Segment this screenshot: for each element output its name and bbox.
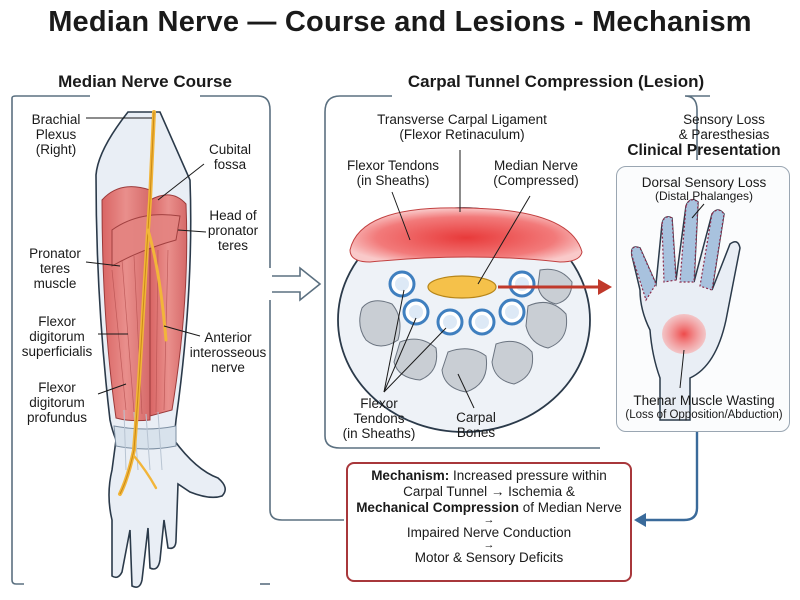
carpal-bone	[359, 300, 401, 347]
mechanism-line5: Motor & Sensory Deficits	[414, 550, 564, 565]
transverse-carpal-ligament	[349, 207, 583, 263]
left-panel-heading: Median Nerve Course	[58, 72, 232, 91]
left-frame-top-right	[200, 95, 271, 268]
label-distal-phalanges: (Distal Phalanges)	[654, 189, 754, 203]
right-frame-top-right	[684, 95, 710, 160]
mechanism-line3-rest: of Median Nerve	[519, 500, 622, 515]
label-flexor-tendons-bottom: Flexor Tendons (in Sheaths)	[342, 396, 416, 441]
fdp-muscle	[149, 194, 188, 417]
mechanism-line2: Carpal Tunnel → Ischemia &	[403, 484, 575, 499]
right-frame-top-left	[324, 95, 392, 113]
clinical-to-mechanism-line	[642, 432, 699, 522]
connector-lines	[11, 95, 710, 585]
panel-transition-arrow	[272, 266, 322, 302]
median-nerve-edge	[119, 111, 155, 495]
label-anterior-interosseous: Anterior interosseous nerve	[189, 330, 267, 375]
compression-arrowhead	[598, 279, 612, 295]
label-median-nerve-compressed: Median Nerve (Compressed)	[493, 158, 579, 188]
mechanism-line1: Increased pressure within	[449, 468, 607, 483]
label-flexor-tendons-top: Flexor Tendons (in Sheaths)	[346, 158, 440, 188]
label-head-pronator-teres: Head of pronator teres	[207, 208, 259, 253]
label-transverse-carpal-ligament: Transverse Carpal Ligament (Flexor Retin…	[377, 112, 547, 142]
mechanism-box: Mechanism: Increased pressure within Car…	[346, 462, 632, 582]
label-dorsal-sensory-loss: Dorsal Sensory Loss	[641, 175, 767, 190]
left-to-mechanism-line	[269, 300, 344, 521]
mechanism-line3-bold: Mechanical Compression	[356, 500, 519, 515]
clinical-to-mechanism-arrowhead	[634, 513, 646, 527]
mechanism-arrow-2: →	[483, 539, 495, 551]
carpal-bone	[441, 348, 488, 393]
anterior-interosseous-nerve	[146, 228, 168, 342]
mechanism-label: Mechanism:	[371, 468, 450, 483]
label-sensory-loss: Sensory Loss & Paresthesias	[678, 112, 770, 142]
label-loss-of-opposition: (Loss of Opposition/Abduction)	[625, 409, 783, 421]
arm-leader-lines	[85, 117, 207, 395]
carpal-bone	[491, 340, 534, 385]
left-frame-top-left	[11, 95, 90, 108]
carpal-bone	[525, 301, 568, 349]
arm-illustration	[95, 110, 226, 588]
mechanism-arrow-1: →	[483, 514, 495, 526]
right-panel-heading: Carpal Tunnel Compression (Lesion)	[407, 72, 705, 91]
label-brachial-plexus: Brachial Plexus (Right)	[31, 112, 81, 157]
median-nerve-branch	[132, 454, 158, 490]
label-pronator-teres-muscle: Pronator teres muscle	[29, 246, 81, 291]
label-thenar-muscle-wasting: Thenar Muscle Wasting	[633, 393, 775, 408]
page-title: Median Nerve — Course and Lesions - Mech…	[48, 6, 752, 38]
mechanism-line4: Impaired Nerve Conduction	[406, 525, 572, 540]
clinical-presentation-heading: Clinical Presentation	[627, 142, 781, 159]
label-fdp: Flexor digitorum profundus	[26, 380, 88, 425]
label-fds: Flexor digitorum superficialis	[21, 314, 93, 359]
left-frame-side	[11, 108, 24, 585]
carpal-tunnel-illustration	[337, 207, 591, 433]
label-carpal-bones: Carpal Bones	[456, 410, 496, 440]
right-frame-side	[324, 112, 600, 449]
tunnel-leader-lines	[383, 150, 531, 409]
label-cubital-fossa: Cubital fossa	[208, 142, 252, 172]
